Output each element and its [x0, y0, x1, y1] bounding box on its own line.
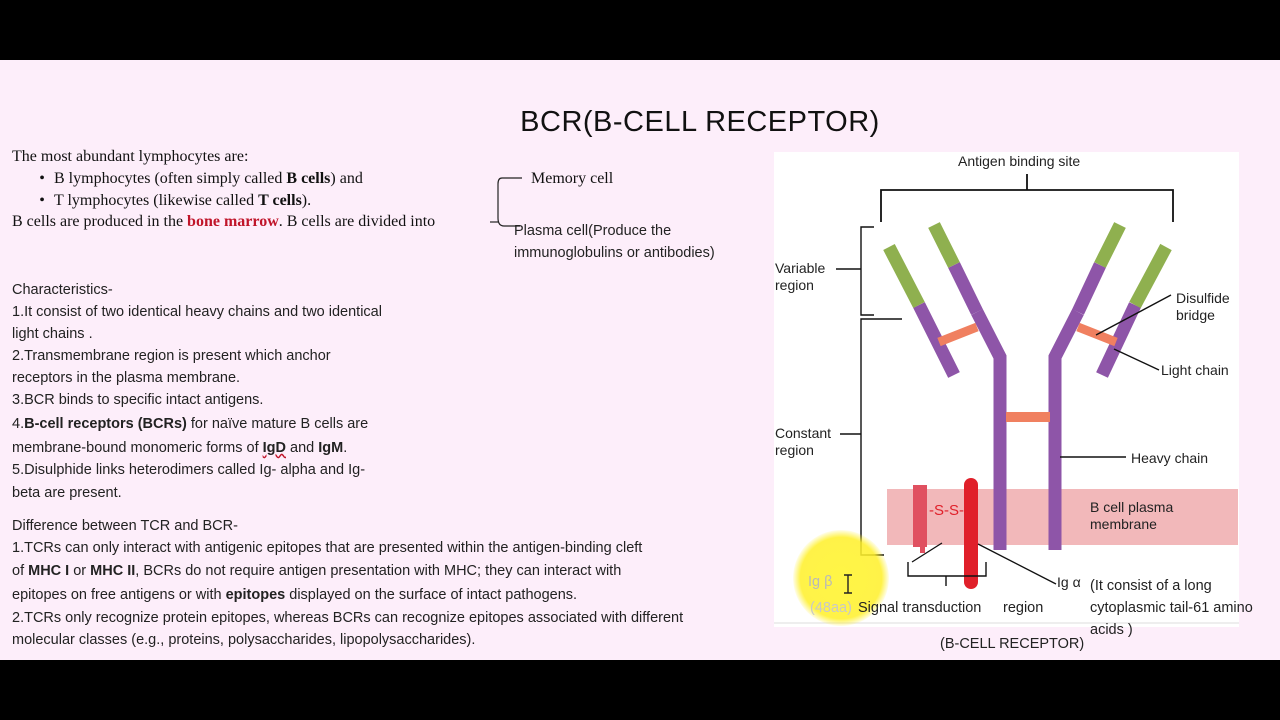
char-line-9: beta are present. [12, 485, 122, 501]
char-line-1: 1.It consist of two identical heavy chai… [12, 304, 382, 320]
diff-line-3: epitopes on free antigens or with epitop… [12, 587, 578, 603]
char-line-2: light chains . [12, 326, 93, 342]
tail-note-3: acids ) [1090, 622, 1133, 638]
label-constant-region: region [775, 442, 814, 458]
diff-line-5: molecular classes (e.g., proteins, polys… [12, 632, 476, 648]
tail-note-1: (It consist of a long [1090, 578, 1212, 594]
bcr-diagram: Antigen binding site Variable region Con… [774, 152, 1239, 627]
figure-caption: (B-CELL RECEPTOR) [940, 636, 1085, 652]
label-ss-bond: -S-S- [929, 502, 964, 519]
plasma-cell-label-2: immunoglobulins or antibodies) [514, 245, 715, 261]
b-cells-produced: B cells are produced in the bone marrow.… [12, 213, 436, 230]
label-48aa: (48aa) [810, 600, 852, 616]
plasma-cell-label-1: Plasma cell(Produce the [514, 223, 672, 239]
label-signal-transduction: Signal transduction [858, 600, 982, 616]
diff-line-1: 1.TCRs can only interact with antigenic … [12, 540, 643, 556]
label-signal-region: region [1003, 600, 1044, 616]
label-ig-beta: Ig β [808, 574, 833, 590]
difference-heading: Difference between TCR and BCR- [12, 518, 238, 534]
characteristics-heading: Characteristics- [12, 282, 113, 298]
text-cursor-icon [844, 574, 852, 594]
label-membrane-1: B cell plasma [1090, 499, 1174, 515]
ig-beta-chain [913, 485, 927, 547]
label-membrane-2: membrane [1090, 516, 1157, 532]
label-ig-alpha: Ig α [1057, 574, 1081, 590]
char-line-5: 3.BCR binds to specific intact antigens. [12, 392, 264, 408]
intro-lead: The most abundant lymphocytes are: [12, 148, 249, 165]
bullet-t-lymphocytes: •T lymphocytes (likewise called T cells)… [39, 192, 312, 209]
bullet-b-lymphocytes: •B lymphocytes (often simply called B ce… [39, 170, 363, 187]
division-bracket [490, 177, 522, 227]
label-variable: Variable [775, 260, 826, 276]
label-bridge: bridge [1176, 307, 1215, 323]
tail-note-2: cytoplasmic tail-61 amino [1090, 600, 1253, 616]
label-disulfide: Disulfide [1176, 290, 1230, 306]
char-line-6: 4.B-cell receptors (BCRs) for naïve matu… [12, 416, 369, 432]
char-line-4: receptors in the plasma membrane. [12, 370, 241, 386]
label-variable-region: region [775, 277, 814, 293]
char-line-3: 2.Transmembrane region is present which … [12, 348, 331, 364]
cursor-highlight [793, 530, 889, 626]
memory-cell-label: Memory cell [531, 170, 614, 187]
label-constant: Constant [775, 425, 832, 441]
label-light-chain: Light chain [1161, 362, 1229, 378]
diff-line-4: 2.TCRs only recognize protein epitopes, … [12, 610, 684, 626]
diff-line-2: of MHC I or MHC II, BCRs do not require … [12, 563, 622, 579]
plasma-membrane-band [887, 489, 1238, 545]
bcr-diagram-drawing [774, 174, 1239, 624]
label-antigen-binding-site: Antigen binding site [958, 153, 1081, 169]
slide: BCR(B-CELL RECEPTOR) The most abundant l… [0, 60, 1280, 660]
char-line-8: 5.Disulphide links heterodimers called I… [12, 462, 366, 478]
slide-title: BCR(B-CELL RECEPTOR) [520, 106, 880, 138]
label-heavy-chain: Heavy chain [1131, 450, 1209, 466]
char-line-7: membrane-bound monomeric forms of IgD an… [12, 440, 348, 456]
